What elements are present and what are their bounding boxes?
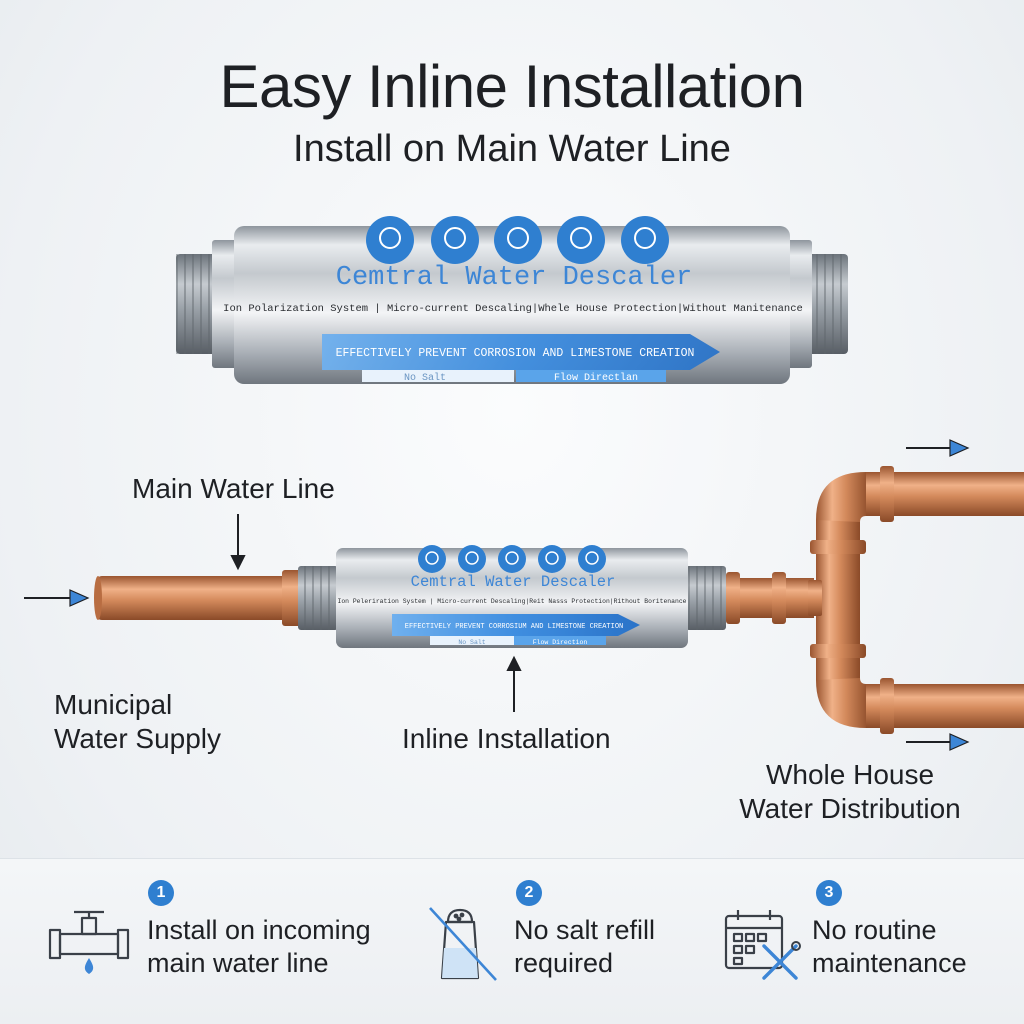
no-salt-icon	[429, 907, 497, 981]
flow-arrows	[24, 439, 970, 751]
inline-device-features: Ion Peleriration System | Micro-current …	[338, 598, 687, 605]
feature-2-line2: required	[514, 948, 614, 978]
inline-device-name: Cemtral Water Descaler	[411, 573, 616, 591]
copper-pipes	[94, 466, 1024, 734]
pipe-faucet-icon	[48, 910, 130, 974]
inline-device-flow-direction: Flow Direction	[533, 639, 588, 646]
feature-2-line1: No salt refill	[514, 915, 656, 945]
device-features: Ion Polarization System | Micro-current …	[223, 303, 803, 315]
municipal-label-line2: Water Supply	[54, 723, 222, 754]
feature-2-badge: 2	[516, 880, 542, 906]
feature-1-line1: Install on incoming	[147, 915, 371, 945]
descaler-inline	[282, 545, 726, 648]
page-subtitle: Install on Main Water Line	[293, 128, 731, 170]
distribution-label-line2: Water Distribution	[739, 793, 961, 824]
calendar-tools-icon	[724, 910, 801, 980]
device-flow-direction: Flow Directlan	[554, 372, 638, 384]
page-title: Easy Inline Installation	[219, 53, 805, 120]
descaler-large	[176, 216, 848, 384]
feature-1-badge: 1	[148, 880, 174, 906]
device-no-salt: No Salt	[404, 372, 446, 384]
feature-1	[48, 900, 132, 985]
pointer-arrows	[230, 514, 522, 712]
inline-installation-label: Inline Installation	[402, 723, 611, 754]
feature-icons-row	[366, 216, 669, 264]
device-name: Cemtral Water Descaler	[336, 263, 692, 293]
feature-3-badge: 3	[816, 880, 842, 906]
distribution-label-line1: Whole House	[765, 759, 935, 790]
feature-3-line2: maintenance	[812, 948, 967, 978]
main-water-line-label: Main Water Line	[132, 473, 335, 504]
feature-3	[722, 906, 802, 987]
municipal-label-line1: Municipal	[54, 689, 173, 720]
device-banner: EFFECTIVELY PREVENT CORROSION AND LIMEST…	[336, 347, 695, 360]
inline-device-no-salt: No Salt	[458, 639, 485, 646]
feature-2	[426, 902, 506, 991]
feature-3-line1: No routine	[812, 915, 937, 945]
feature-1-line2: main water line	[147, 948, 329, 978]
installation-illustration: Cemtral Water Descaler Ion Polarization …	[24, 216, 1024, 751]
inline-device-banner: EFFECTIVELY PREVENT CORROSIUM AND LIMEST…	[405, 623, 623, 631]
